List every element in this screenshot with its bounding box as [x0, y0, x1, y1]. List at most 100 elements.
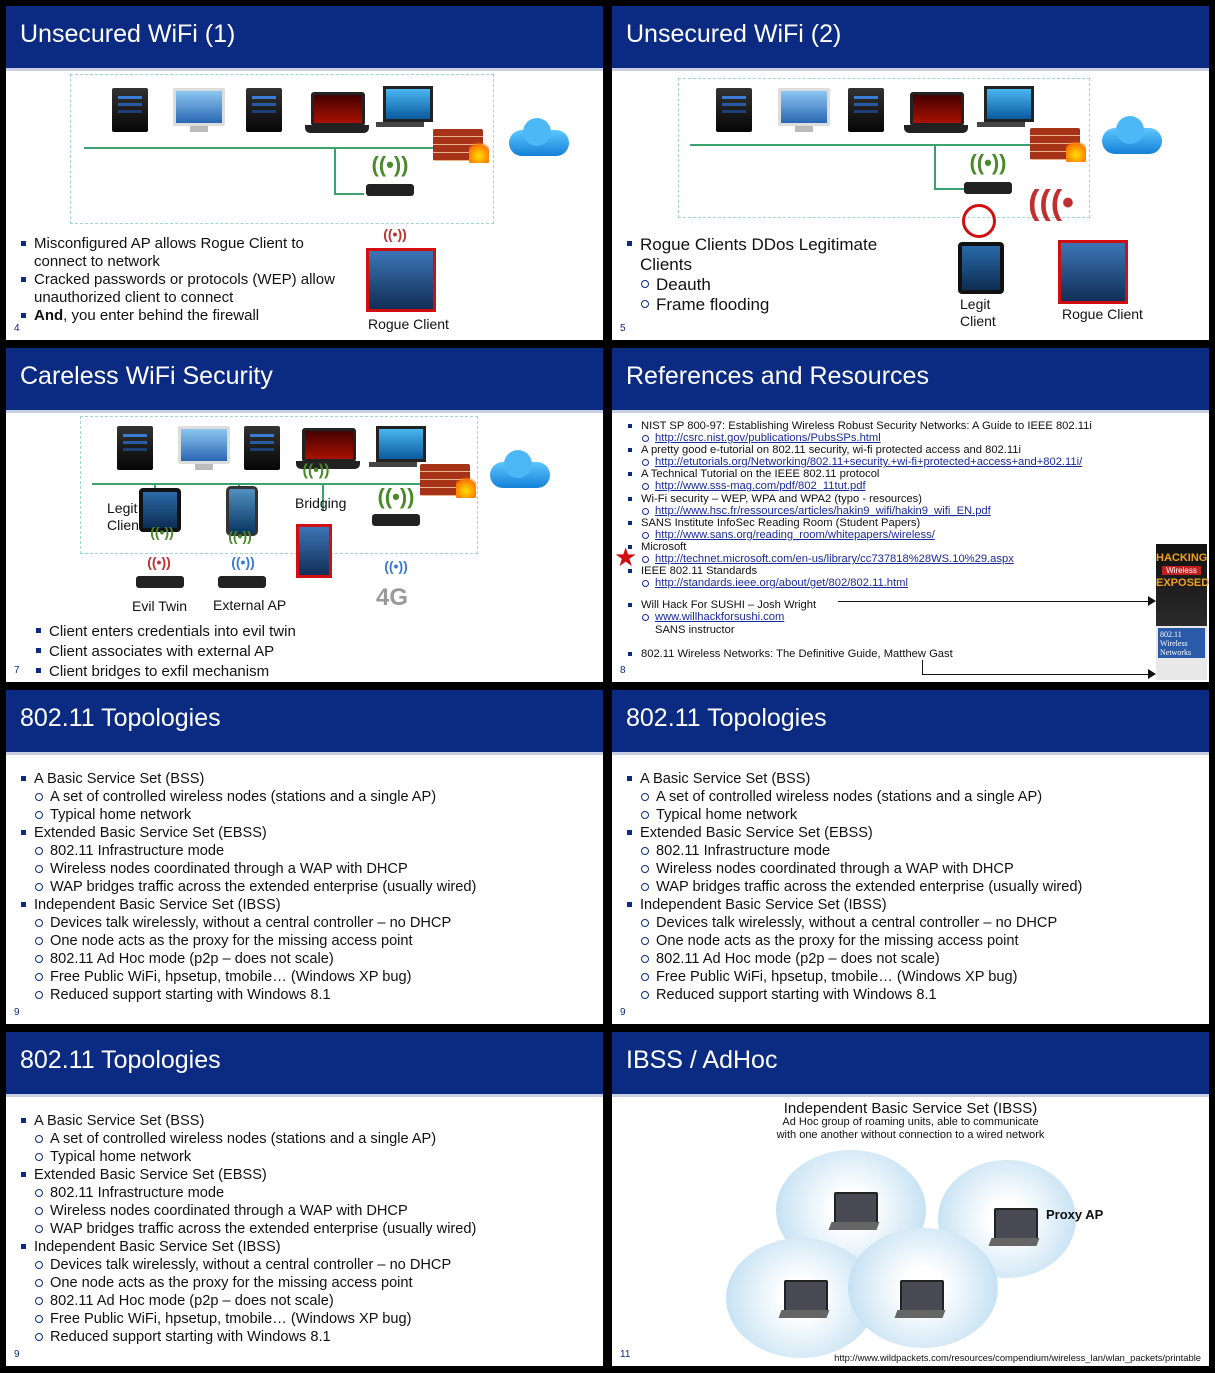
- header-divider: [612, 410, 1209, 413]
- sub-bullet-item: One node acts as the proxy for the missi…: [20, 932, 590, 950]
- reference-link[interactable]: http://www.sss-mag.com/pdf/802_11tut.pdf: [626, 480, 1092, 492]
- slide-references[interactable]: References and Resources NIST SP 800-97:…: [612, 348, 1209, 682]
- laptop-node-icon: [900, 1280, 944, 1312]
- sub-bullet-item: Devices talk wirelessly, without a centr…: [20, 1256, 590, 1274]
- bullet-bold: And: [34, 307, 63, 324]
- slide-header: IBSS / AdHoc: [612, 1032, 1209, 1094]
- bullet-item: Client enters credentials into evil twin: [35, 622, 435, 642]
- page-number: 9: [620, 1007, 626, 1018]
- book-cover-hacking-exposed: HACKING Wireless EXPOSED: [1156, 544, 1207, 626]
- workstation-icon: [173, 88, 225, 126]
- header-divider: [612, 752, 1209, 755]
- network-wire: [934, 144, 936, 190]
- slide-title: IBSS / AdHoc: [626, 1046, 777, 1075]
- sub-bullet-item: A set of controlled wireless nodes (stat…: [626, 788, 1196, 806]
- blocked-signal-icon: [962, 204, 996, 238]
- sub-bullet-item: Typical home network: [626, 806, 1196, 824]
- book-cover-text: EXPOSED: [1156, 577, 1207, 589]
- reference-link[interactable]: www.willhackforsushi.com: [626, 611, 1092, 623]
- page-number: 9: [14, 1007, 20, 1018]
- source-url: http://www.wildpackets.com/resources/com…: [834, 1352, 1201, 1363]
- bullet-item: Independent Basic Service Set (IBSS): [626, 896, 1196, 914]
- slide-unsecured-wifi-2[interactable]: Unsecured WiFi (2) ((•)) (((• Rogue Clie…: [612, 6, 1209, 340]
- sub-bullet-item: Reduced support starting with Windows 8.…: [20, 1328, 590, 1346]
- rogue-client-label: Rogue Client: [1062, 306, 1143, 322]
- sub-bullet-item: 802.11 Infrastructure mode: [626, 842, 1196, 860]
- legit-client-label: Legit Client: [960, 296, 1000, 330]
- sub-bullet-item: One node acts as the proxy for the missi…: [20, 1274, 590, 1292]
- arrow-line: [838, 601, 1152, 602]
- network-wire: [934, 188, 964, 190]
- reference-link[interactable]: http://technet.microsoft.com/en-us/libra…: [626, 553, 1092, 565]
- rogue-laptop-icon: [366, 248, 436, 312]
- bullet-item: A Basic Service Set (BSS): [20, 770, 590, 788]
- header-divider: [612, 68, 1209, 71]
- reference-title: Wi-Fi security – WEP, WPA and WPA2 (typo…: [626, 493, 1092, 505]
- reference-title: NIST SP 800-97: Establishing Wireless Ro…: [626, 420, 1092, 432]
- reference-note: SANS instructor: [626, 624, 1092, 636]
- network-wire: [334, 193, 364, 195]
- sub-bullet-item: Reduced support starting with Windows 8.…: [626, 986, 1196, 1004]
- cloud-icon: [1102, 128, 1162, 154]
- reference-title: SANS Institute InfoSec Reading Room (Stu…: [626, 517, 1092, 529]
- arrow-head-icon: [1148, 669, 1156, 679]
- desktop-icon: [376, 426, 426, 462]
- laptop-icon: [311, 92, 365, 126]
- workstation-icon: [178, 426, 230, 464]
- legit-tablet-icon: [958, 242, 1004, 294]
- slide-ibss-adhoc[interactable]: IBSS / AdHoc Independent Basic Service S…: [612, 1032, 1209, 1366]
- bridging-phone-icon: [296, 524, 332, 578]
- arrow-line: [922, 674, 1152, 675]
- slide-title: Unsecured WiFi (2): [626, 20, 841, 49]
- bullet-item: Extended Basic Service Set (EBSS): [20, 1166, 590, 1184]
- server-icon: [848, 88, 884, 132]
- header-divider: [6, 752, 603, 755]
- book-cover-text: Wireless: [1162, 566, 1201, 575]
- wifi-signal-icon: ((•)): [220, 528, 260, 544]
- proxy-ap-label: Proxy AP: [1046, 1207, 1103, 1222]
- server-icon: [117, 426, 153, 470]
- rogue-client-label: Rogue Client: [368, 316, 449, 332]
- slide-header: Unsecured WiFi (2): [612, 6, 1209, 68]
- firewall-icon: [1030, 128, 1080, 160]
- sub-bullet-item: Frame flooding: [626, 295, 916, 315]
- sub-bullet-item: Free Public WiFi, hpsetup, tmobile… (Win…: [20, 968, 590, 986]
- bullet-list: Rogue Clients DDos Legitimate Clients De…: [626, 235, 916, 315]
- external-ap-label: External AP: [213, 597, 286, 613]
- bullet-rest: , you enter behind the firewall: [63, 307, 259, 324]
- slide-topologies[interactable]: 802.11 Topologies A Basic Service Set (B…: [6, 1032, 603, 1366]
- wifi-signal-icon: ((•)): [364, 152, 416, 178]
- cloud-icon: [490, 462, 550, 488]
- bullet-item: Cracked passwords or protocols (WEP) all…: [20, 271, 350, 307]
- reference-link[interactable]: http://standards.ieee.org/about/get/802/…: [626, 577, 1092, 589]
- bullet-item: Misconfigured AP allows Rogue Client to …: [20, 235, 350, 271]
- sub-bullet-item: A set of controlled wireless nodes (stat…: [20, 1130, 590, 1148]
- page-number: 8: [620, 665, 626, 676]
- rogue-laptop-icon: [1058, 240, 1128, 304]
- reference-link[interactable]: http://www.sans.org/reading_room/whitepa…: [626, 529, 1092, 541]
- bullet-list: Misconfigured AP allows Rogue Client to …: [20, 235, 350, 325]
- router-icon: [964, 182, 1012, 194]
- slide-title: References and Resources: [626, 362, 929, 391]
- slide-careless-wifi[interactable]: Careless WiFi Security ((•)) ((•)) Bridg…: [6, 348, 603, 682]
- server-icon: [716, 88, 752, 132]
- reference-link[interactable]: http://etutorials.org/Networking/802.11+…: [626, 456, 1092, 468]
- sub-bullet-item: Wireless nodes coordinated through a WAP…: [20, 860, 590, 878]
- slide-header: Careless WiFi Security: [6, 348, 603, 410]
- figure-subtitle: with one another without connection to a…: [612, 1129, 1209, 1141]
- reference-link[interactable]: http://csrc.nist.gov/publications/PubsSP…: [626, 432, 1092, 444]
- slide-topologies[interactable]: 802.11 Topologies A Basic Service Set (B…: [6, 690, 603, 1024]
- reference-link[interactable]: http://www.hsc.fr/ressources/articles/ha…: [626, 505, 1092, 517]
- wifi-signal-icon: ((•)): [294, 462, 338, 480]
- wifi-signal-icon: ((•)): [962, 150, 1014, 176]
- arrow-line: [922, 660, 923, 674]
- page-number: 9: [14, 1349, 20, 1360]
- 4g-icon: 4G: [376, 584, 408, 612]
- slide-topologies[interactable]: 802.11 Topologies A Basic Service Set (B…: [612, 690, 1209, 1024]
- ddos-signal-icon: (((•: [1016, 184, 1086, 223]
- bullet-item: Extended Basic Service Set (EBSS): [626, 824, 1196, 842]
- slide-unsecured-wifi-1[interactable]: Unsecured WiFi (1) ((•)) Misconfigured A…: [6, 6, 603, 340]
- slide-header: References and Resources: [612, 348, 1209, 410]
- slide-title: 802.11 Topologies: [20, 704, 221, 733]
- page-number: 11: [620, 1349, 630, 1360]
